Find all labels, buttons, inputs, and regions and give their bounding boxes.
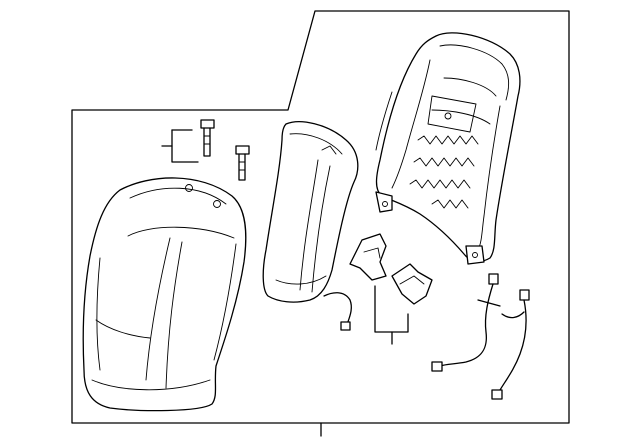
seat-back-frame: [375, 32, 521, 265]
seat-back-cover-panel: [262, 121, 359, 331]
assembly-boundary: [71, 10, 570, 424]
seat-back-cushion-pad: [82, 177, 247, 412]
mounting-brackets: [349, 233, 433, 345]
wiring-harness: [431, 273, 530, 400]
headrest-guide-bolts: [161, 119, 250, 181]
